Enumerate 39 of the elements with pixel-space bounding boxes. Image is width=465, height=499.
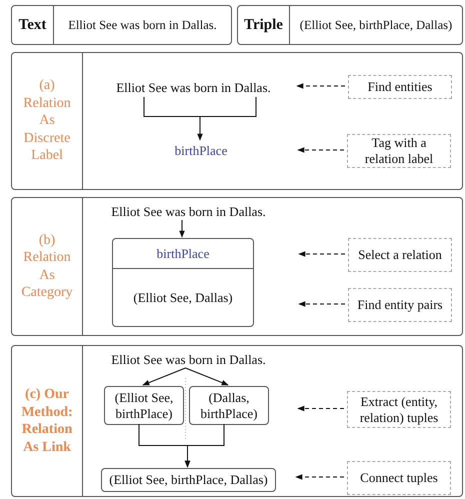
sentence-text: Elliot See was born in Dallas. — [101, 79, 286, 97]
arrow — [185, 368, 229, 386]
tuple-box: (Dallas, birthPlace) — [189, 386, 269, 425]
example-text: Elliot See was born in Dallas. — [67, 16, 218, 34]
dashed-arrow — [296, 83, 346, 89]
panel-box — [11, 52, 463, 190]
arrow — [184, 424, 224, 468]
arrow — [142, 368, 186, 386]
step-note-box: Select a relation — [348, 238, 452, 272]
relation-label: birthPlace — [161, 142, 241, 160]
relation-label: birthPlace — [156, 244, 210, 263]
sentence-text: Elliot See was born in Dallas. — [96, 203, 281, 221]
step-note-box: Find entities — [348, 75, 452, 99]
sentence-text: Elliot See was born in Dallas. — [96, 351, 281, 369]
dashed-arrow — [298, 301, 346, 307]
dashed-arrow — [298, 251, 346, 257]
example-text: (Elliot See, birthPlace, Dallas) — [298, 16, 454, 34]
tuple-box: (Elliot See, birthPlace) — [104, 386, 184, 425]
text-header-box — [11, 5, 232, 45]
step-note-box: Find entity pairs — [348, 288, 452, 322]
category-box — [112, 238, 254, 327]
method-label: (b) Relation As Category — [20, 232, 74, 302]
panel-box — [11, 345, 463, 497]
arrow — [179, 220, 185, 238]
step-note-box: Connect tuples — [347, 461, 451, 495]
dashed-arrow — [295, 474, 344, 480]
panel-box — [11, 197, 463, 336]
method-label: (c) Our Method: Relation As Link — [20, 386, 74, 456]
dashed-arrow — [297, 147, 344, 153]
dashed-arrow — [297, 406, 344, 412]
entity-pair-text: (Elliot See, Dallas) — [132, 288, 234, 307]
method-label: (a) Relation As Discrete Label — [22, 77, 72, 166]
step-note-box: Tag with a relation label — [347, 134, 451, 168]
header-label: Text — [18, 16, 48, 35]
header-label: Triple — [243, 16, 284, 35]
arrow — [144, 96, 256, 141]
triple-box: (Elliot See, birthPlace, Dallas) — [101, 468, 276, 492]
step-note-box: Extract (entity, relation) tuples — [347, 391, 451, 428]
triple-header-box — [237, 5, 463, 45]
